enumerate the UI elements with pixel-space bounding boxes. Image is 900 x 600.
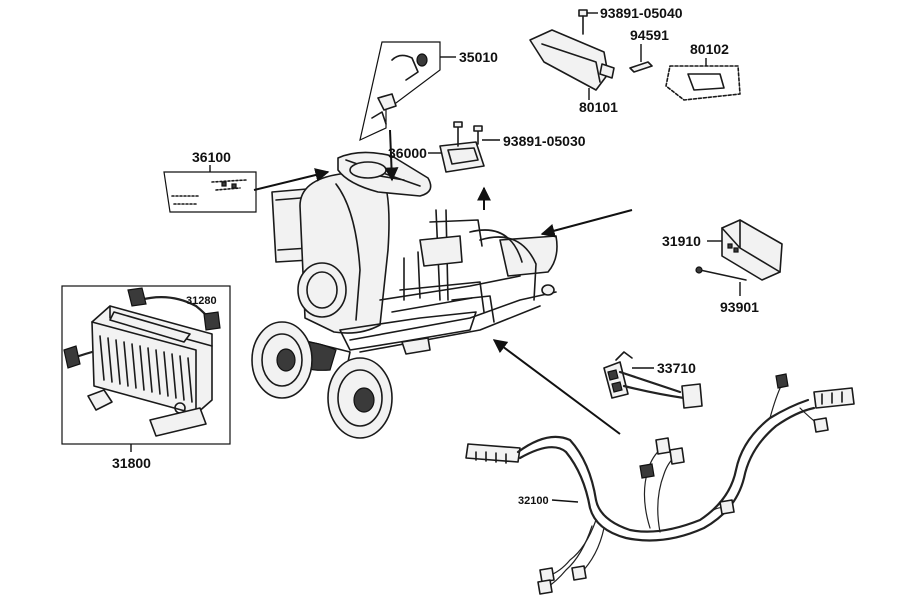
label-31800: 31800 xyxy=(112,455,151,471)
part-93901-screw xyxy=(695,266,747,296)
label-93891-05040: 93891-05040 xyxy=(600,5,683,21)
arrow-harness-to-frame xyxy=(492,339,621,435)
label-32100: 32100 xyxy=(518,495,549,507)
label-36000: 36000 xyxy=(388,145,427,161)
assembly-arrows xyxy=(253,129,633,435)
part-35010-key-switch xyxy=(359,41,456,142)
arrow-keyswitch-down xyxy=(384,129,399,182)
part-36000-control-pad xyxy=(428,121,500,173)
part-32100-main-harness xyxy=(465,373,855,595)
charger-callout-box xyxy=(61,285,231,445)
label-93901: 93901 xyxy=(720,299,759,315)
scooter-main-assembly xyxy=(251,151,558,439)
arrow-decal-to-tiller xyxy=(253,168,330,191)
part-31910-relay-module xyxy=(707,219,783,281)
part-31800-battery-charger xyxy=(63,287,221,452)
part-36100-decal-sheet xyxy=(163,165,257,213)
label-36100: 36100 xyxy=(192,149,231,165)
label-31280: 31280 xyxy=(186,295,217,307)
part-94591-clip xyxy=(629,44,653,73)
label-80102: 80102 xyxy=(690,41,729,57)
label-93891-05030: 93891-05030 xyxy=(503,133,586,149)
part-80101-bracket xyxy=(529,29,615,100)
part-33710-sub-harness xyxy=(603,351,703,409)
arrow-module-to-frame xyxy=(540,209,633,238)
label-94591: 94591 xyxy=(630,27,669,43)
label-33710: 33710 xyxy=(657,360,696,376)
label-35010: 35010 xyxy=(459,49,498,65)
part-93891-05040-bolt xyxy=(578,9,598,35)
part-80102-decal xyxy=(665,58,741,101)
label-31910: 31910 xyxy=(662,233,701,249)
label-80101: 80101 xyxy=(579,99,618,115)
